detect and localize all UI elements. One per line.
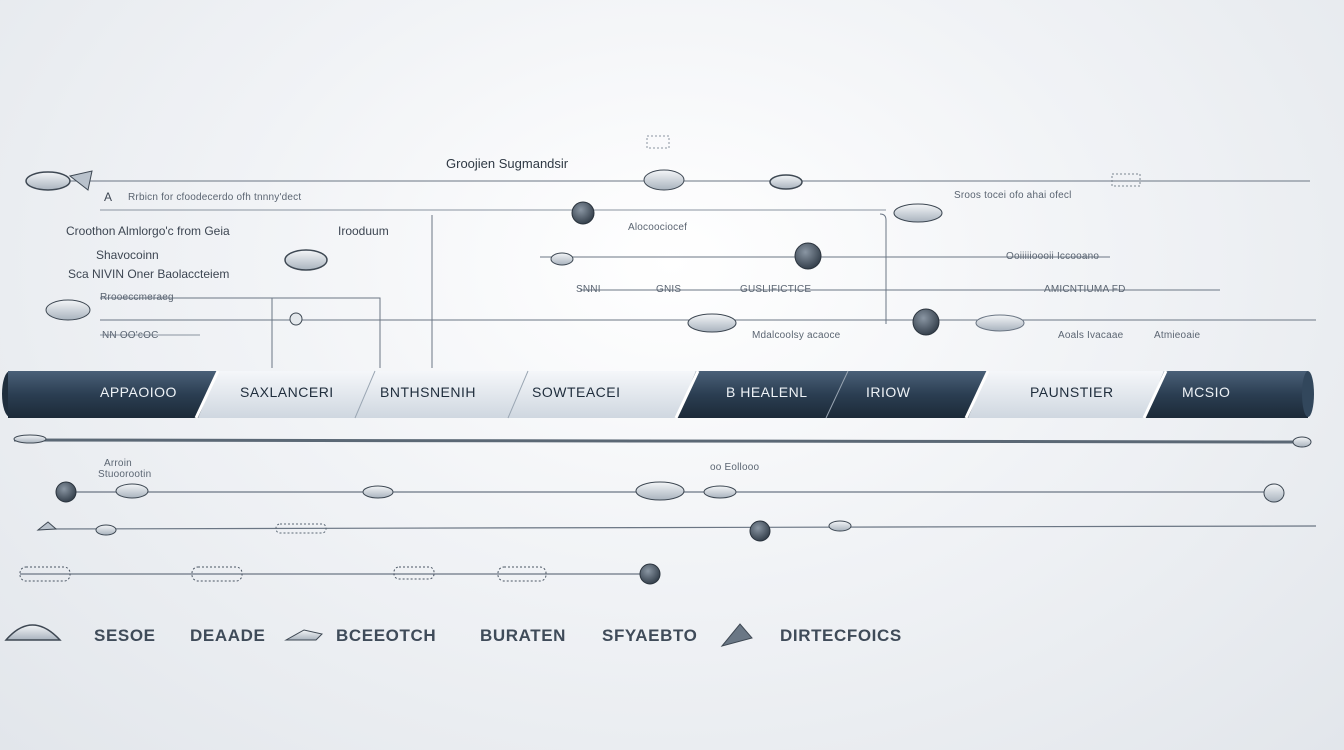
bottom-item-3: BCEEOTCH	[336, 626, 437, 645]
bottom-icons	[4, 623, 753, 647]
mid-label-d: Mdalcoolsy acaoce	[752, 330, 841, 341]
row1-left-label: Rrbicn for cfoodecerdo ofh tnnny'dect	[128, 192, 302, 203]
band-container	[2, 370, 1314, 419]
band-segment-6: IRIOW	[866, 384, 911, 400]
upper-nodes	[25, 135, 1141, 336]
left-label-e: NN OO'cOC	[102, 330, 159, 341]
band-segment-2: SAXLANCERI	[240, 384, 334, 400]
bottom-item-4: BURATEN	[480, 626, 567, 645]
left-label-b: Shavocoinn	[96, 248, 159, 262]
mid-label-b: Alocoociocef	[628, 222, 688, 233]
lower-label-b: oo Eollooo	[710, 462, 760, 473]
top-title: Groojien Sugmandsir	[446, 156, 569, 171]
bottom-item-2: DEAADE	[190, 626, 266, 645]
band-segment-3: BNTHSNENIH	[380, 384, 477, 400]
lower-network-lines	[20, 491, 1317, 575]
right-label-b: AMICNTIUMA FD	[1044, 284, 1126, 295]
left-label-d: Rrooeccmeraeg	[100, 292, 174, 303]
lower-nodes	[19, 481, 1285, 585]
row1-marker: A	[104, 190, 113, 204]
mid-label-c3: GUSLIFICTICE	[740, 284, 812, 295]
lower-label-a2: Stuoorootin	[98, 469, 152, 480]
right-label-c2: Atmieoaie	[1154, 330, 1201, 341]
left-label-c: Sca NIVIN Oner Baolaccteiem	[68, 267, 230, 281]
right-label-c1: Aoals Ivacaae	[1058, 330, 1124, 341]
bottom-item-1: SESOE	[94, 626, 156, 645]
band-segment-4: SOWTEACEI	[532, 384, 621, 400]
lower-label-a1: Arroin	[104, 458, 132, 469]
band-segment-8: MCSIO	[1182, 384, 1231, 400]
mid-label-c1: SNNI	[576, 284, 601, 295]
left-label-a: Croothon Almlorgo'c from Geia	[66, 224, 230, 238]
row1-right-label: Sroos tocei ofo ahai ofecl	[954, 190, 1072, 201]
mid-label-c2: GNIS	[656, 284, 682, 295]
mid-label-a: Irooduum	[338, 224, 389, 238]
right-label-a: Ooiiiiioooii Iccooano	[1006, 251, 1100, 262]
band-segment-1: APPAOIOO	[100, 384, 177, 400]
lower-rod	[13, 434, 1312, 448]
bottom-item-5: SFYAEBTO	[602, 626, 698, 645]
band-segment-5: B HEALENL	[726, 384, 808, 400]
bottom-item-6: DIRTECFOICS	[780, 626, 902, 645]
band-segment-7: PAUNSTIER	[1030, 384, 1114, 400]
